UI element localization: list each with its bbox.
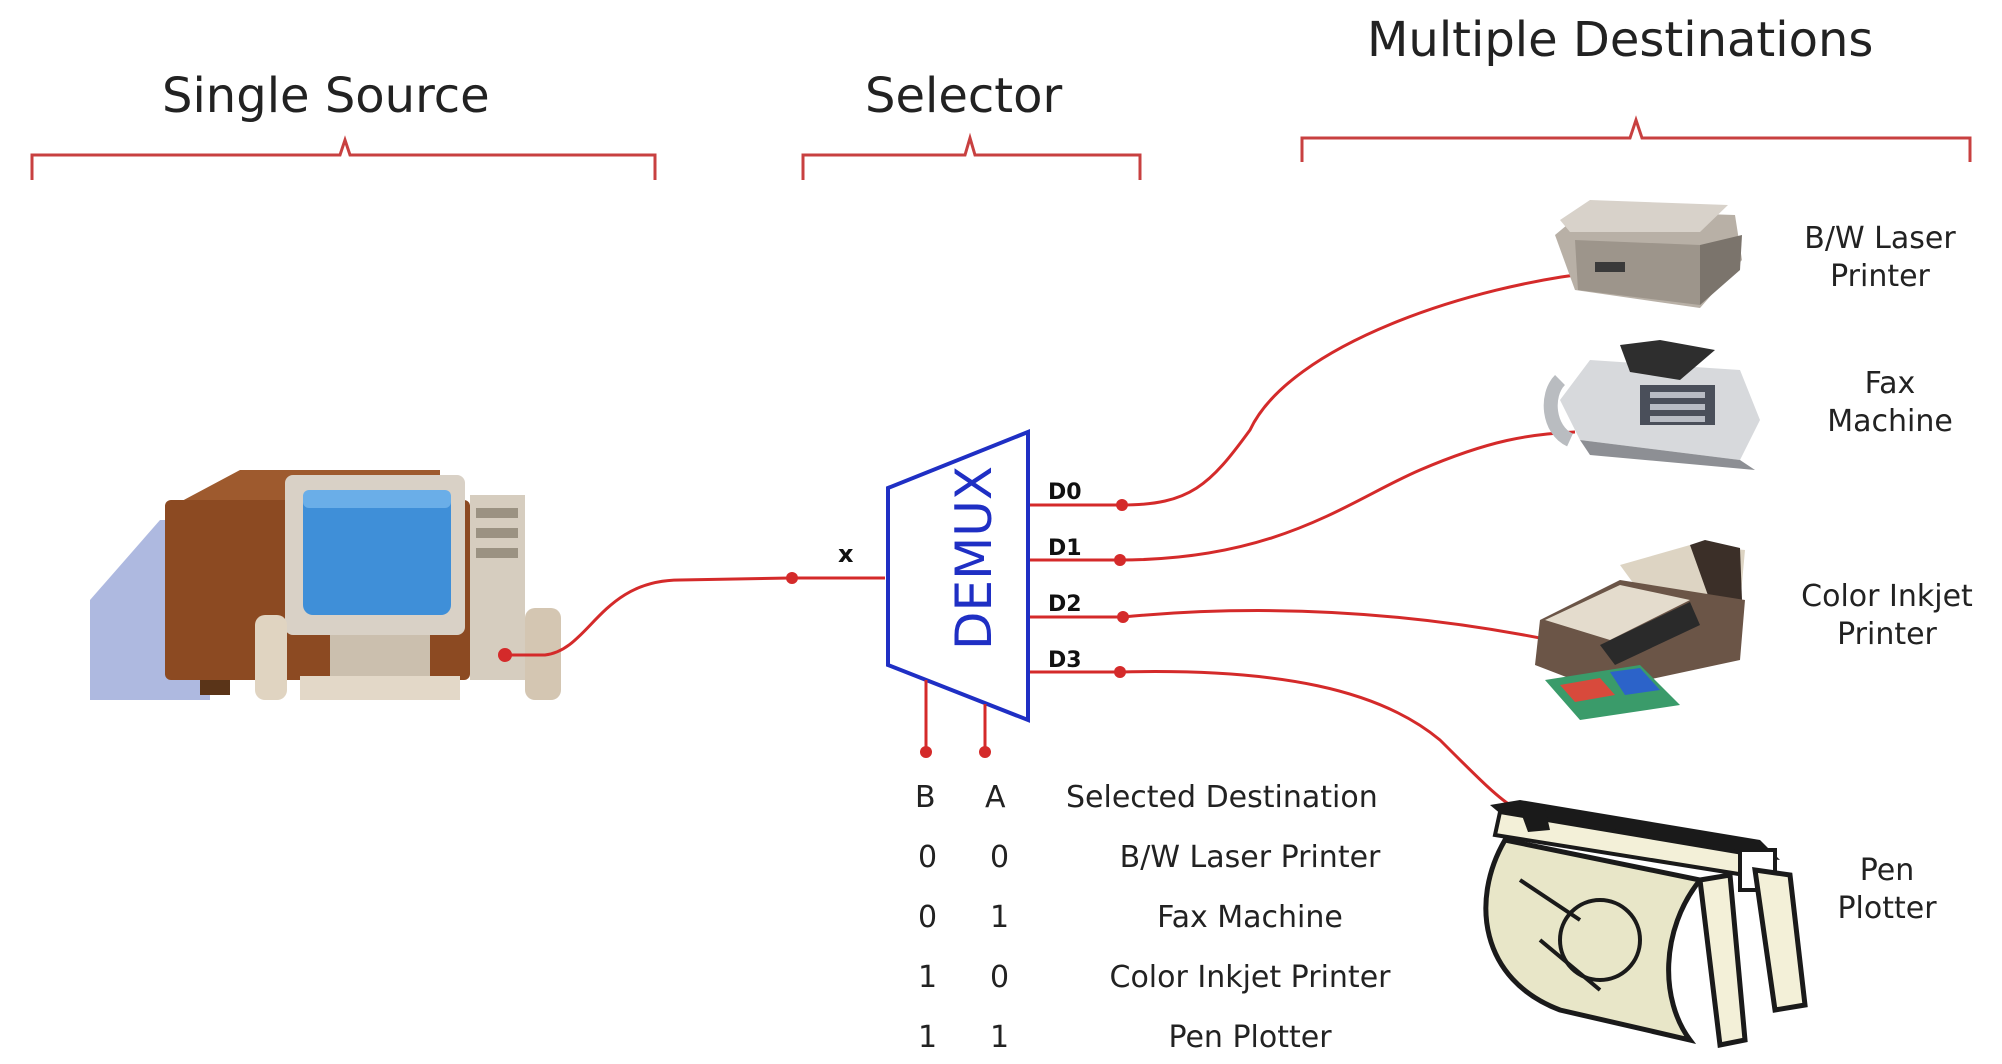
truth-table-header-b: B [915,780,936,815]
destination-plotter-line2: Plotter [1837,891,1937,926]
truth-table-row-1-destination: Fax Machine [1157,900,1343,935]
input-x-label: x [838,540,854,568]
truth-table-row-2-b: 1 [918,960,938,995]
destination-label-inkjet: Color Inkjet Printer [1752,578,2002,654]
truth-table-row-0-a: 0 [990,840,1010,875]
destination-inkjet-line1: Color Inkjet [1801,579,1973,614]
destination-fax-line1: Fax [1864,366,1916,401]
truth-table-row-0-b: 0 [918,840,938,875]
destination-laser-line2: Printer [1830,259,1930,294]
single-source-header: Single Source [162,68,490,124]
truth-table-row-2-destination: Color Inkjet Printer [1109,960,1391,995]
destination-inkjet-line2: Printer [1837,617,1937,652]
input-wire [500,576,885,657]
wire-d1 [1030,430,1576,562]
port-d0-label: D0 [1048,480,1082,505]
single-source-bracket [30,135,657,180]
truth-table-row-3-a: 1 [990,1020,1010,1055]
wire-d3-node [1114,666,1126,678]
truth-table-row-1-b: 0 [918,900,938,935]
wire-d3 [1030,670,1516,810]
input-wire-node [498,648,512,662]
pen-plotter-icon [1483,800,1808,1048]
desktop-computer-icon [90,470,561,700]
inkjet-printer-icon [1535,540,1745,720]
multiple-destinations-header: Multiple Destinations [1367,12,1874,68]
port-d3-label: D3 [1048,648,1082,673]
truth-table-row-3-b: 1 [918,1020,938,1055]
destination-plotter-line1: Pen [1859,853,1915,888]
select-line-a-node [979,746,991,758]
fax-machine-icon [1543,340,1760,470]
truth-table-row-1-a: 1 [990,900,1010,935]
laser-printer-icon [1555,200,1742,308]
wire-d2 [1030,609,1551,642]
truth-table-row-0-destination: B/W Laser Printer [1119,840,1381,875]
demux-label: DEMUX [945,465,1003,650]
multiple-destinations-bracket [1300,115,1972,162]
truth-table-row-2-a: 0 [990,960,1010,995]
truth-table-header-a: A [985,780,1006,815]
destination-laser-line1: B/W Laser [1804,221,1956,256]
wire-d0 [1030,270,1601,507]
truth-table-header-destination: Selected Destination [1066,780,1378,815]
destination-label-laser: B/W Laser Printer [1745,220,2002,296]
input-x-node [786,572,798,584]
wire-d2-node [1117,611,1129,623]
port-d1-label: D1 [1048,536,1082,561]
selector-bracket [801,132,1142,180]
destination-label-fax: Fax Machine [1755,365,2002,441]
demux-block [886,429,1030,723]
destination-fax-line2: Machine [1827,404,1953,439]
destination-label-plotter: Pen Plotter [1752,852,2002,928]
select-line-b-node [920,746,932,758]
wire-d0-node [1116,499,1128,511]
wire-d1-node [1114,554,1126,566]
selector-header: Selector [865,68,1063,124]
truth-table-row-3-destination: Pen Plotter [1168,1020,1332,1055]
port-d2-label: D2 [1048,592,1082,617]
